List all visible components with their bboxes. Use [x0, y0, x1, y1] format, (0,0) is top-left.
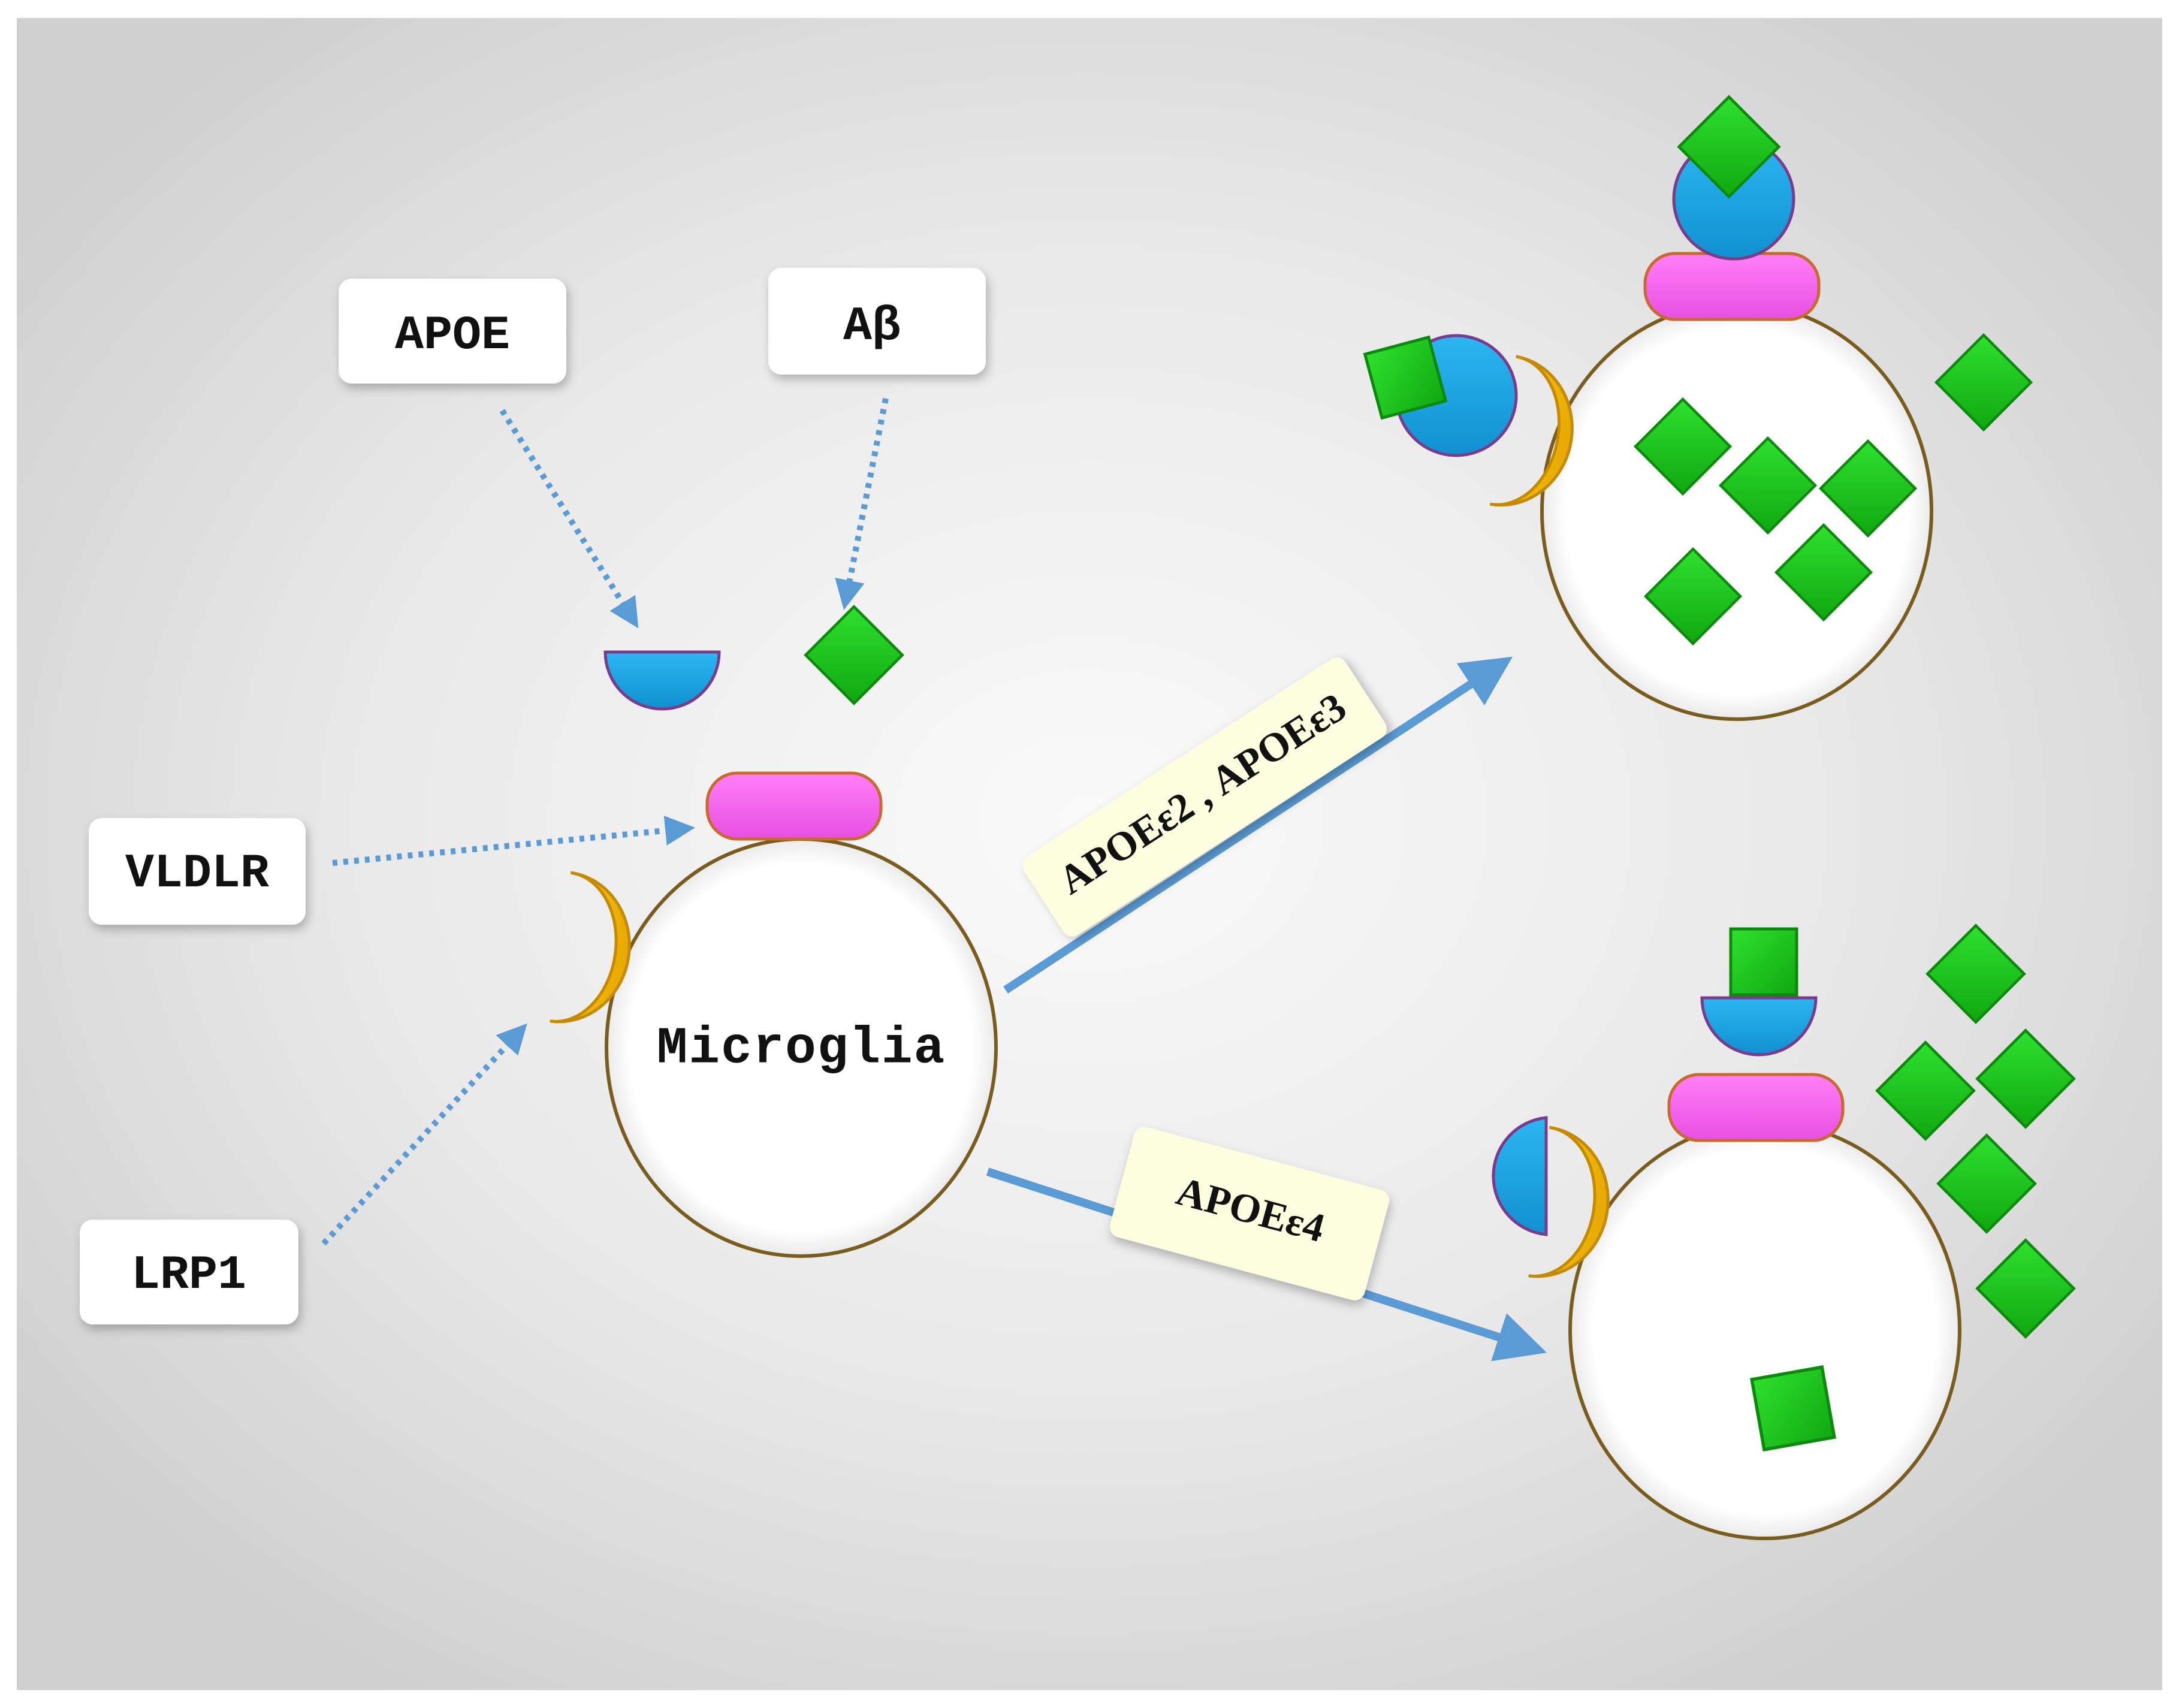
dotted-arrow-abeta	[835, 398, 889, 610]
pathway-label-upper-box	[1022, 657, 1387, 937]
cell-outcome-upper	[1365, 97, 2031, 721]
dotted-arrow-apoe	[499, 409, 639, 629]
abeta-square-icon	[1752, 1367, 1834, 1450]
label-box-abeta	[768, 268, 986, 375]
label-vldlr: VLDLR	[125, 847, 269, 901]
vldlr-receptor-icon	[1645, 254, 1819, 319]
label-microglia: Microglia	[657, 1019, 946, 1078]
label-box-apoe	[339, 279, 566, 384]
label-apoe: APOE	[395, 309, 510, 363]
label-lrp1: LRP1	[131, 1248, 246, 1303]
label-abeta: Aβ	[843, 300, 901, 354]
label-box-lrp1	[80, 1220, 298, 1324]
pathway-label-lower-box	[1109, 1127, 1390, 1300]
label-box-vldlr	[89, 818, 306, 925]
microglia-cell-lower	[1568, 1121, 1961, 1540]
abeta-square-icon	[1731, 929, 1797, 995]
pathway-arrow-upper	[1003, 656, 1513, 994]
vldlr-receptor-icon	[707, 773, 881, 839]
cell-outcome-lower	[1492, 925, 2074, 1540]
apoe-bound-icon	[1492, 1116, 1548, 1236]
vldlr-receptor-icon	[1669, 1075, 1843, 1140]
